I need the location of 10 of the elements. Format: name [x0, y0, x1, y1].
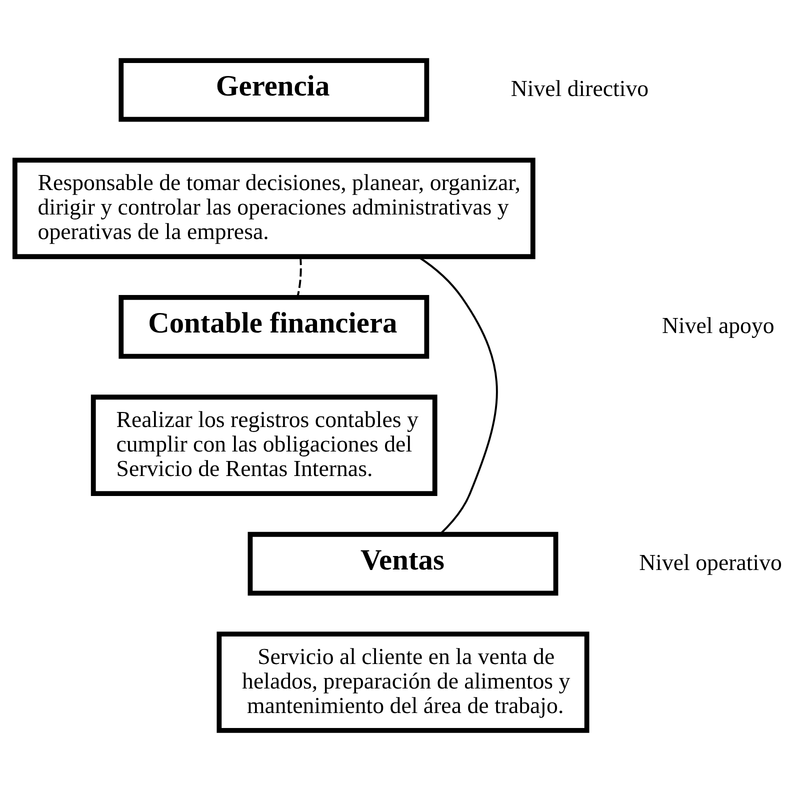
node-box: Ventas: [248, 532, 558, 596]
label: Nivel operativo: [639, 550, 782, 575]
node-box: Servicio al cliente en la venta de helados, preparación de alimentos y mantenimiento del área de trabajo.: [216, 632, 590, 733]
node-box: Gerencia: [118, 58, 430, 122]
label: Nivel directivo: [510, 76, 649, 101]
label: Nivel apoyo: [662, 312, 774, 338]
node-box: Realizar los registros contables y cumplir con las obligaciones del Servicio de Rentas Internas.: [90, 394, 438, 496]
node-box: Responsable de tomar decisiones, planear, organizar, dirigir y controlar las operaciones administrativas y operativas de la empresa.: [12, 158, 536, 260]
node-box: Contable financiera: [118, 295, 430, 359]
connector: [296, 256, 302, 298]
